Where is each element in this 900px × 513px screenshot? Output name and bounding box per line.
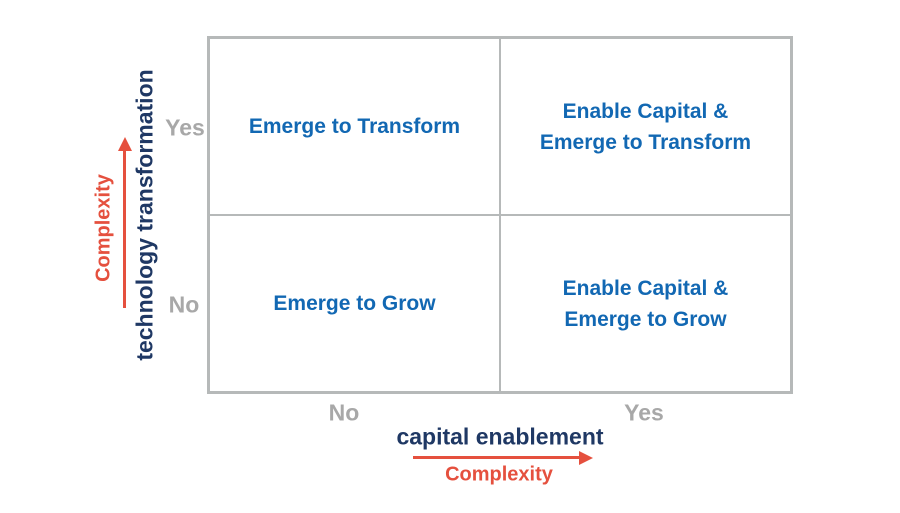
quadrant-top-left: Emerge to Transform <box>209 38 500 215</box>
quadrant-top-right-label: Enable Capital & Emerge to Transform <box>539 99 752 154</box>
y-tick-no: No <box>168 291 200 318</box>
quadrant-bottom-left-label: Emerge to Grow <box>273 292 436 315</box>
matrix-grid: Emerge to Transform Enable Capital & Eme… <box>207 36 793 394</box>
quadrant-top-right: Enable Capital & Emerge to Transform <box>500 38 791 215</box>
arrow-head-right <box>579 451 593 465</box>
quadrant-bottom-right: Enable Capital & Emerge to Grow <box>500 215 791 392</box>
y-axis-complexity-label: Complexity <box>92 174 115 282</box>
y-axis-complexity-arrow-icon <box>117 137 132 308</box>
x-tick-no: No <box>328 399 360 426</box>
arrow-shaft-vertical <box>123 151 126 308</box>
y-tick-yes: Yes <box>165 114 205 141</box>
quadrant-bottom-right-label: Enable Capital & Emerge to Grow <box>562 276 729 331</box>
x-axis-complexity-label: Complexity <box>445 463 553 486</box>
arrow-shaft-horizontal <box>413 456 580 459</box>
quadrant-bottom-left: Emerge to Grow <box>209 215 500 392</box>
arrow-head-up <box>117 137 132 151</box>
quadrant-top-left-label: Emerge to Transform <box>248 115 461 138</box>
x-axis-complexity-arrow-icon <box>413 451 593 465</box>
x-axis-title: capital enablement <box>396 423 604 450</box>
y-axis-title: technology transformation <box>131 69 158 361</box>
x-tick-yes: Yes <box>624 399 664 426</box>
